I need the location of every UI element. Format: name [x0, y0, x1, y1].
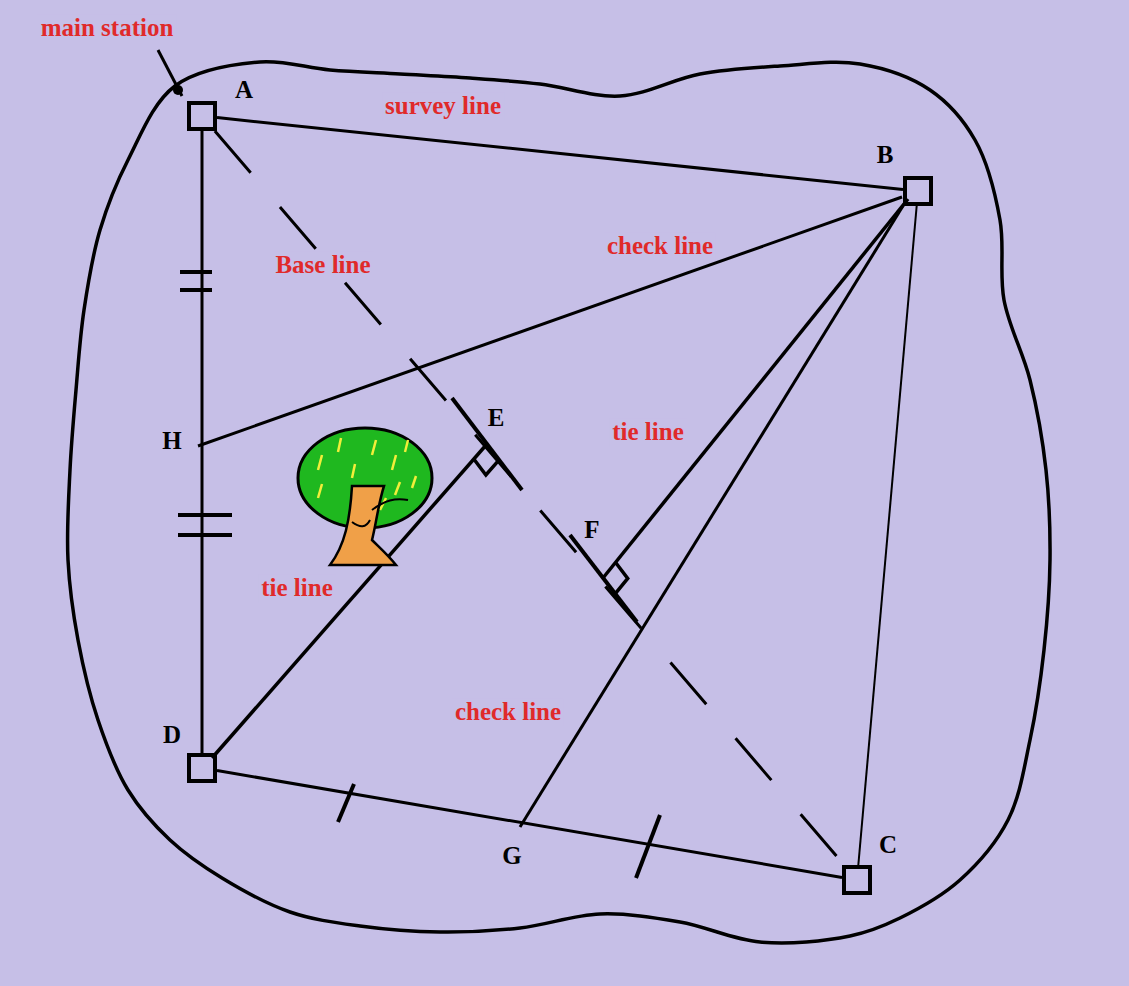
survey-line [201, 131, 204, 753]
tree-symbol [298, 428, 432, 565]
equal-tick [178, 513, 232, 517]
point-letter: E [488, 404, 505, 432]
station-box: D [187, 753, 217, 783]
check-line [520, 201, 906, 827]
point-letter: G [502, 842, 521, 870]
leader-line [158, 50, 182, 96]
line-label: survey line [382, 92, 504, 120]
equal-tick [178, 533, 232, 537]
station-letter: D [163, 721, 181, 749]
line-label: check line [452, 698, 564, 726]
line-label: tie line [258, 574, 336, 602]
station-box: B [903, 176, 933, 206]
station-letter: B [877, 141, 894, 169]
line-label: Base line [272, 251, 373, 279]
survey-line [858, 206, 916, 865]
equal-tick [338, 784, 354, 822]
boundary-line [67, 62, 1050, 943]
tie-line [603, 199, 908, 578]
line-label: check line [604, 232, 716, 260]
base-line [215, 131, 844, 865]
station-letter: A [235, 76, 253, 104]
point-letter: H [162, 427, 181, 455]
equal-tick [180, 270, 212, 274]
right-angle-mark [474, 459, 499, 475]
station-dot [173, 85, 183, 95]
right-angle-mark [615, 562, 628, 593]
survey-line [217, 118, 903, 190]
line-label: main station [38, 14, 177, 42]
station-letter: C [879, 831, 897, 859]
equal-tick [180, 288, 212, 292]
station-box: A [187, 101, 217, 131]
survey-line [217, 771, 842, 878]
station-box: C [842, 865, 872, 895]
line-label: tie line [609, 418, 687, 446]
point-letter: F [584, 516, 599, 544]
